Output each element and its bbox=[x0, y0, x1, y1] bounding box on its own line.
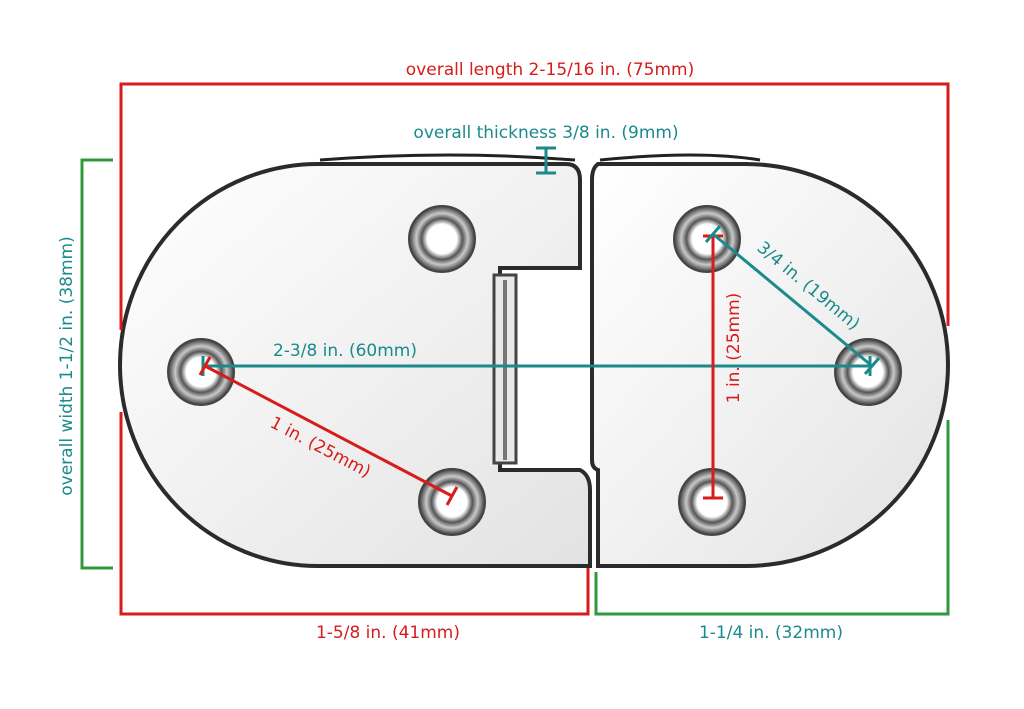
left-diagonal-cap-start bbox=[198, 356, 212, 376]
right-diagonal-cap-end bbox=[863, 357, 881, 375]
overall-thickness-label: overall thickness 3/8 in. (9mm) bbox=[413, 123, 678, 143]
hinge-body bbox=[118, 153, 950, 568]
screw-hole-left-lower bbox=[418, 468, 486, 536]
right-leaf-length-dimension: 1-1/4 in. (32mm) bbox=[594, 420, 950, 643]
left-leaf-length-dimension: 1-5/8 in. (41mm) bbox=[119, 412, 590, 643]
overall-width-dimension: overall width 1-1/2 in. (38mm) bbox=[57, 158, 113, 570]
overall-length-label: overall length 2-15/16 in. (75mm) bbox=[406, 60, 694, 80]
left-leaf-bracket bbox=[119, 412, 590, 616]
left-diagonal-line bbox=[204, 364, 453, 498]
overall-thickness-dimension: overall thickness 3/8 in. (9mm) bbox=[413, 123, 679, 175]
overall-length-bracket bbox=[119, 82, 950, 330]
right-diagonal-line bbox=[712, 232, 873, 368]
left-diagonal-cap-end bbox=[445, 486, 459, 506]
right-leaf-length-label: 1-1/4 in. (32mm) bbox=[699, 623, 843, 643]
horizontal-hole-span-label: 2-3/8 in. (60mm) bbox=[273, 341, 417, 361]
top-rim-right bbox=[599, 153, 761, 162]
right-leaf-bracket bbox=[594, 420, 950, 616]
top-rim bbox=[319, 153, 576, 162]
right-vertical-hole-span-label: 1 in. (25mm) bbox=[724, 293, 744, 404]
screw-hole-left-upper bbox=[408, 205, 476, 273]
right-diagonal-cap-start bbox=[704, 225, 722, 243]
overall-width-bracket bbox=[80, 158, 113, 570]
overall-width-label: overall width 1-1/2 in. (38mm) bbox=[57, 236, 77, 495]
overall-length-dimension: overall length 2-15/16 in. (75mm) bbox=[119, 60, 950, 330]
left-leaf-length-label: 1-5/8 in. (41mm) bbox=[316, 623, 460, 643]
